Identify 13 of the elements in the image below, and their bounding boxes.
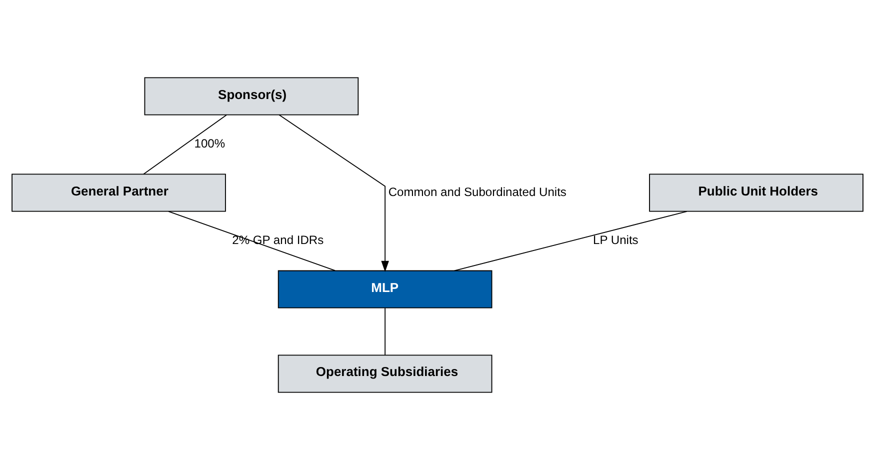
connector (384, 308, 386, 356)
edge-label: 100% (194, 136, 226, 151)
arrow (278, 114, 389, 272)
node-box: Sponsor(s) (144, 77, 359, 116)
node-box: Public Unit Holders (649, 174, 864, 212)
edge-label: LP Units (593, 233, 638, 248)
connector (454, 210, 688, 272)
node-box: General Partner (12, 174, 226, 212)
node-box: Operating Subsidiaries (278, 354, 492, 393)
connector (168, 210, 336, 272)
edge-label: Common and Subordinated Units (388, 184, 566, 199)
node-box: MLP (278, 270, 492, 308)
connector (143, 114, 227, 175)
